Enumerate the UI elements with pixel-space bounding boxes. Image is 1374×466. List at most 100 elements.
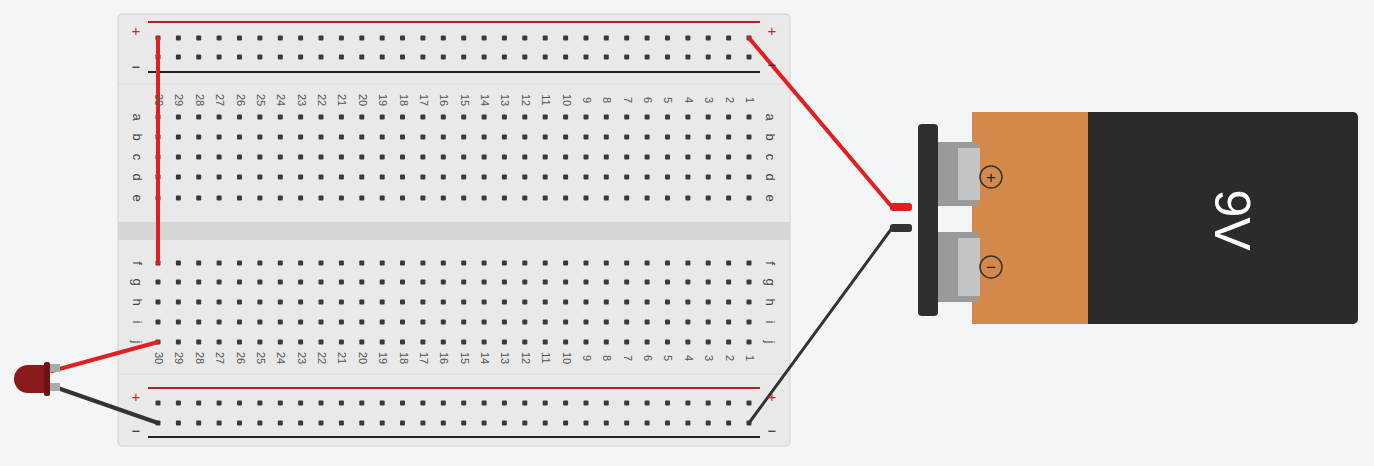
breadboard-hole: [665, 340, 670, 345]
breadboard-hole: [645, 196, 650, 201]
breadboard-hole: [339, 115, 344, 120]
breadboard-hole: [502, 401, 507, 406]
column-number: 10: [560, 352, 571, 364]
breadboard-hole: [339, 401, 344, 406]
breadboard-hole: [706, 135, 711, 140]
breadboard-hole: [176, 401, 181, 406]
breadboard-hole: [563, 261, 568, 266]
breadboard-hole: [441, 55, 446, 60]
breadboard-hole: [645, 36, 650, 41]
breadboard-hole: [237, 135, 242, 140]
breadboard-hole: [298, 115, 303, 120]
breadboard-hole: [196, 340, 201, 345]
column-number: 2: [723, 355, 734, 361]
breadboard-hole: [482, 320, 487, 325]
column-number: 13: [499, 94, 510, 106]
breadboard-hole: [441, 175, 446, 180]
breadboard-hole: [563, 175, 568, 180]
column-number: 21: [336, 94, 347, 106]
breadboard-hole: [522, 55, 527, 60]
column-number: 6: [642, 355, 653, 361]
breadboard-hole: [685, 261, 690, 266]
breadboard-hole: [584, 280, 589, 285]
breadboard-hole: [706, 55, 711, 60]
breadboard-hole: [420, 155, 425, 160]
breadboard-hole: [665, 401, 670, 406]
breadboard-hole: [420, 300, 425, 305]
column-number: 3: [703, 97, 714, 103]
breadboard-hole: [543, 261, 548, 266]
breadboard-hole: [196, 175, 201, 180]
breadboard-hole: [380, 175, 385, 180]
breadboard-hole: [156, 320, 161, 325]
column-number: 3: [703, 355, 714, 361]
breadboard-hole: [604, 261, 609, 266]
breadboard-hole: [706, 401, 711, 406]
breadboard-hole: [298, 280, 303, 285]
breadboard-hole: [380, 421, 385, 426]
rail-divider: [118, 374, 790, 375]
breadboard-hole: [665, 175, 670, 180]
breadboard-hole: [319, 55, 324, 60]
breadboard-hole: [359, 261, 364, 266]
breadboard-hole: [461, 36, 466, 41]
breadboard-hole: [645, 300, 650, 305]
breadboard-hole: [400, 261, 405, 266]
breadboard-hole: [645, 340, 650, 345]
breadboard-hole: [584, 401, 589, 406]
breadboard-hole: [502, 421, 507, 426]
breadboard-hole: [461, 115, 466, 120]
breadboard-hole: [461, 340, 466, 345]
breadboard-hole: [624, 155, 629, 160]
breadboard-hole: [726, 115, 731, 120]
breadboard-hole: [257, 135, 262, 140]
breadboard-hole: [278, 340, 283, 345]
breadboard-hole: [237, 320, 242, 325]
column-number: 17: [417, 352, 428, 364]
column-number: 27: [214, 352, 225, 364]
breadboard-hole: [319, 196, 324, 201]
breadboard-hole: [522, 340, 527, 345]
breadboard-hole: [726, 155, 731, 160]
breadboard-hole: [380, 155, 385, 160]
breadboard-hole: [563, 196, 568, 201]
breadboard-hole: [420, 421, 425, 426]
breadboard-hole: [747, 261, 752, 266]
rail-polarity-sign: −: [768, 57, 777, 72]
breadboard-hole: [543, 421, 548, 426]
breadboard-hole: [624, 115, 629, 120]
battery-voltage: 9V: [1207, 189, 1257, 250]
breadboard-hole: [726, 340, 731, 345]
breadboard-hole: [706, 280, 711, 285]
breadboard-hole: [747, 55, 752, 60]
rail-polarity-sign: +: [132, 23, 141, 38]
breadboard-hole: [339, 55, 344, 60]
breadboard-hole: [359, 340, 364, 345]
breadboard-hole: [461, 196, 466, 201]
breadboard-hole: [196, 421, 201, 426]
breadboard-hole: [584, 300, 589, 305]
row-letter: d: [764, 173, 777, 180]
breadboard-hole: [645, 280, 650, 285]
breadboard-hole: [359, 55, 364, 60]
breadboard-hole: [461, 280, 466, 285]
rail-polarity-sign: −: [768, 423, 777, 438]
battery-wire-negative: [749, 228, 892, 423]
breadboard-hole: [359, 175, 364, 180]
breadboard-hole: [339, 155, 344, 160]
breadboard-hole: [278, 320, 283, 325]
breadboard-hole: [706, 196, 711, 201]
breadboard-hole: [319, 261, 324, 266]
column-number: 16: [438, 94, 449, 106]
breadboard-hole: [665, 196, 670, 201]
breadboard-hole: [685, 55, 690, 60]
column-number: 22: [316, 352, 327, 364]
breadboard-hole: [237, 300, 242, 305]
breadboard-hole: [563, 300, 568, 305]
breadboard-hole: [176, 135, 181, 140]
breadboard-hole: [726, 196, 731, 201]
breadboard-hole: [461, 55, 466, 60]
row-letter: f: [131, 261, 144, 265]
breadboard-hole: [257, 280, 262, 285]
breadboard-hole: [319, 175, 324, 180]
